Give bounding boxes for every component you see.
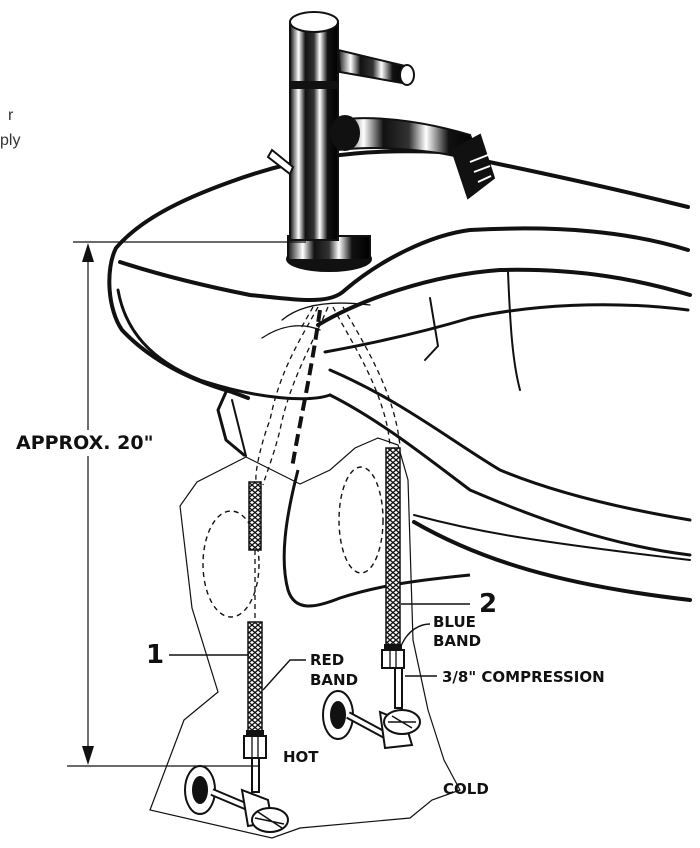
faucet [266,11,496,272]
blue-band-label-line1: BLUE [433,613,476,631]
shutoff-valve-hot [184,757,289,833]
shutoff-valve-cold [322,667,421,750]
dimension-label: APPROX. 20" [16,432,154,454]
leader-lines [169,603,470,691]
red-band-label-line1: RED [310,651,345,669]
compression-nut-hot [243,730,267,759]
callout-number-2: 2 [479,589,498,619]
access-hole-left [202,510,260,618]
supply-line-hot-lower [247,621,263,733]
wall-panel-outline [149,437,461,839]
dimension-line [67,241,306,767]
compression-nut-cold [381,644,405,669]
clipped-text-fragment: ply [0,132,21,149]
blue-band-label-line2: BAND [433,632,482,650]
supply-line-hot-upper [248,481,262,551]
supply-line-cold [385,447,401,647]
popup-rod [290,309,322,469]
bidet-bowl [107,149,692,602]
hot-label: HOT [283,748,319,766]
access-hole-right [338,466,384,574]
compression-label: 3/8" COMPRESSION [442,668,605,686]
callout-number-1: 1 [146,640,165,670]
spray-hose [282,469,471,608]
cold-label: COLD [443,780,489,798]
clipped-text-fragment: r [8,107,14,124]
red-band-label-line2: BAND [310,671,359,689]
